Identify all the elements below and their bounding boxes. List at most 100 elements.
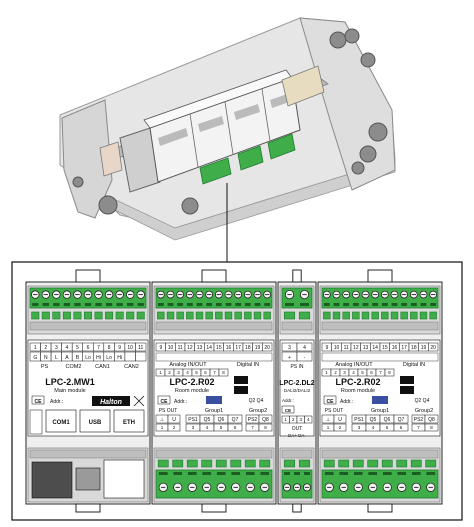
cell [135, 342, 147, 352]
module-partitions [189, 88, 271, 168]
clip [172, 459, 184, 468]
usb-port [75, 467, 101, 491]
cell-label: Q8 [428, 417, 435, 423]
wire-opening [244, 303, 251, 306]
cell-label: 17 [235, 345, 241, 351]
label-stripes [158, 93, 292, 146]
cell-label: 11 [344, 345, 349, 351]
clip [400, 311, 408, 320]
addr-label: Addr.: [340, 399, 353, 405]
wire-opening [294, 472, 300, 475]
cell-label: 16 [392, 345, 398, 351]
cell-label: Q6 [384, 417, 391, 423]
din-latch-bottom [292, 503, 302, 513]
recycle-cross [133, 395, 145, 407]
cell-label: 7 [251, 425, 254, 430]
group-label: CAN1 [95, 364, 110, 370]
cell-label: 5 [361, 370, 364, 375]
cell [333, 423, 347, 432]
ce-mark [31, 395, 45, 405]
cell [262, 342, 273, 352]
cell-label: 8 [108, 345, 111, 351]
wire-opening [245, 472, 255, 475]
terminal-strip [155, 287, 273, 309]
output-indicator [400, 376, 414, 384]
partition [261, 88, 271, 142]
module-title: LPC-2.DL2 [279, 380, 315, 387]
wire-opening [231, 472, 241, 475]
clip [73, 311, 82, 320]
clip [298, 459, 311, 468]
cell-label: N [44, 355, 48, 361]
housing-ribs [155, 449, 273, 459]
cell-label: 13 [197, 345, 203, 351]
housing-ribs [155, 321, 273, 331]
ps-in-label: PS IN [290, 364, 303, 370]
addr-label: Addr.: [50, 399, 63, 405]
cell-label: 4 [66, 345, 69, 351]
clip [230, 459, 242, 468]
ps-out-label: PS OUT [159, 408, 178, 414]
wire-opening [343, 303, 350, 306]
partition [189, 113, 199, 168]
cell [393, 423, 409, 432]
cell-label: PS2 [414, 417, 424, 423]
clip [224, 311, 233, 320]
cell-label: 12 [353, 345, 359, 351]
wire-opening [105, 303, 113, 306]
cell-label: 7 [417, 425, 420, 430]
wire-opening [333, 303, 340, 306]
stripe [158, 128, 188, 146]
cell-label: A [65, 355, 69, 361]
cell-label: 1 [325, 370, 328, 375]
module-subtitle: Room module [341, 388, 375, 394]
din-latch-bottom [367, 503, 393, 513]
cell-label: 2 [44, 345, 47, 351]
wire-opening [264, 303, 271, 306]
clip-row [157, 459, 271, 468]
cell-label: 9 [118, 345, 121, 351]
cell-label: U [172, 417, 176, 423]
clip [94, 311, 103, 320]
cell-label: Hi [96, 355, 101, 361]
clip [201, 459, 213, 468]
cell-label: 13 [363, 345, 369, 351]
cell-label: 2 [292, 417, 295, 422]
top-terminals [281, 65, 325, 107]
terminal-block [267, 133, 296, 160]
output-labels: Q2 Q4 [249, 398, 264, 404]
cell-label: B [76, 355, 80, 361]
led-panel [29, 409, 43, 435]
cell [227, 414, 243, 424]
cell-label: 11 [178, 345, 183, 351]
output-indicator [400, 386, 414, 394]
wire-opening [116, 303, 123, 306]
wire-opening [42, 303, 49, 306]
port-frame-com1 [45, 409, 77, 433]
cell-label: - [304, 355, 306, 361]
address-switch [206, 396, 222, 404]
cell-row: +- [281, 351, 313, 362]
cell-label: 3 [358, 425, 361, 430]
cell-label: 19 [255, 345, 261, 351]
wire-opening [324, 472, 334, 475]
wire-opening [372, 303, 379, 306]
module-title: LPC-2.MW1 [45, 377, 95, 387]
output-indicator [234, 386, 248, 394]
wire-opening [284, 472, 290, 475]
cell-label: 16 [226, 345, 232, 351]
terminal-strip [281, 287, 313, 309]
clip [166, 311, 175, 320]
ce-mark-text: CE [327, 399, 335, 405]
wire-opening [186, 303, 193, 306]
cell-label: 15 [382, 345, 388, 351]
terminal-block [199, 157, 232, 185]
wire-opening [32, 303, 39, 306]
cell-label: 6 [370, 370, 373, 375]
